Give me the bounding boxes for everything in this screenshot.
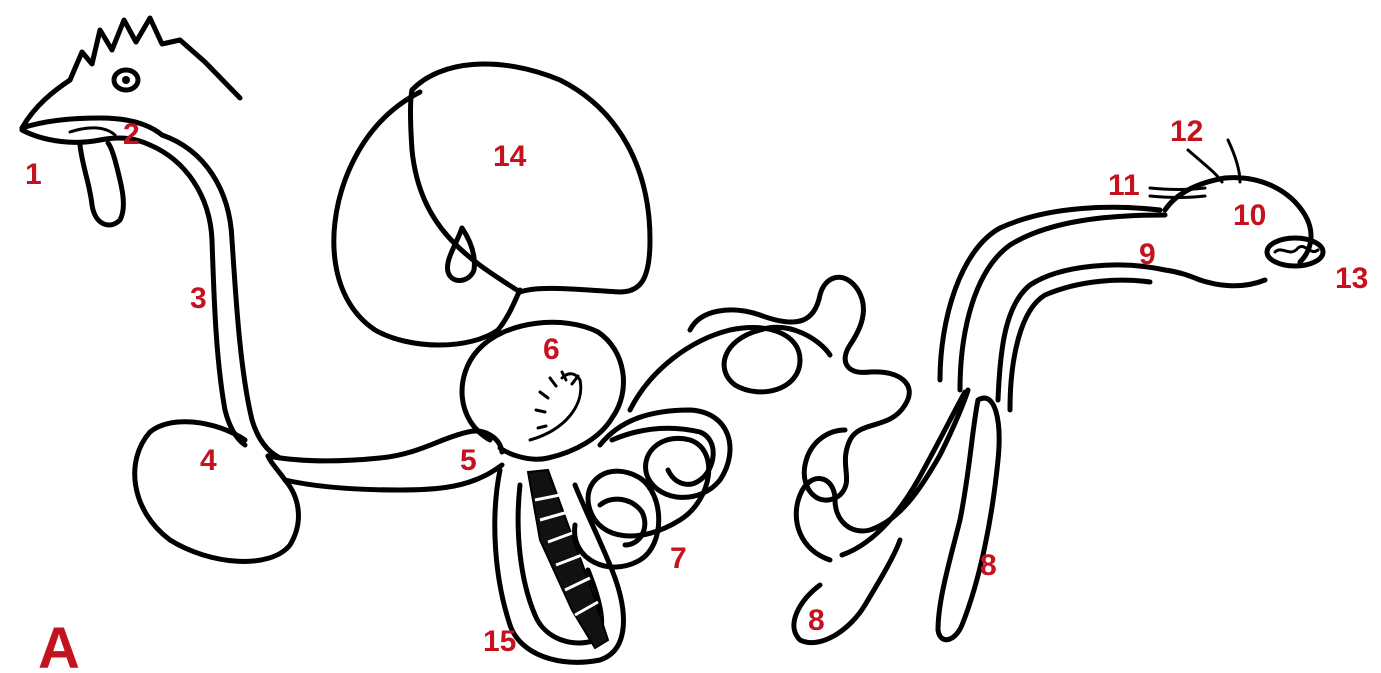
label-6: 6 — [543, 333, 560, 366]
gall-bladder — [447, 228, 474, 280]
crop — [135, 422, 299, 562]
cecum-right — [938, 398, 999, 640]
label-8-left: 8 — [808, 604, 825, 637]
wattle — [80, 143, 123, 225]
label-7: 7 — [670, 542, 687, 575]
small-intestine-middle-coil — [804, 405, 905, 500]
tongue — [70, 128, 115, 135]
label-13: 13 — [1335, 262, 1368, 295]
label-10: 10 — [1233, 199, 1266, 232]
liver-right-lobe — [411, 64, 651, 292]
label-2: 2 — [123, 118, 140, 151]
gizzard-hatch — [536, 372, 578, 428]
small-intestine-upper-coil — [630, 327, 830, 410]
label-12: 12 — [1170, 115, 1203, 148]
small-intestine-top-loop — [690, 277, 909, 405]
esophagus-right-wall — [162, 135, 280, 458]
label-11: 11 — [1108, 169, 1140, 202]
liver — [334, 64, 650, 345]
label-1: 1 — [25, 158, 42, 191]
label-14: 14 — [493, 140, 527, 173]
cecum-left-inner — [796, 390, 968, 560]
label-5: 5 — [460, 444, 477, 477]
label-3: 3 — [190, 282, 207, 315]
label-4: 4 — [200, 444, 217, 477]
pupil — [122, 76, 130, 84]
large-intestine-inner — [1010, 280, 1150, 410]
label-9: 9 — [1139, 238, 1156, 271]
comb — [70, 18, 240, 98]
ureters — [1150, 188, 1205, 198]
large-intestine-right-wall — [998, 265, 1200, 400]
large-intestine-left-wall — [960, 215, 1165, 390]
liver-left-lobe — [334, 92, 520, 345]
label-8-right: 8 — [980, 549, 997, 582]
label-15: 15 — [483, 625, 516, 658]
panel-label: A — [38, 616, 80, 673]
